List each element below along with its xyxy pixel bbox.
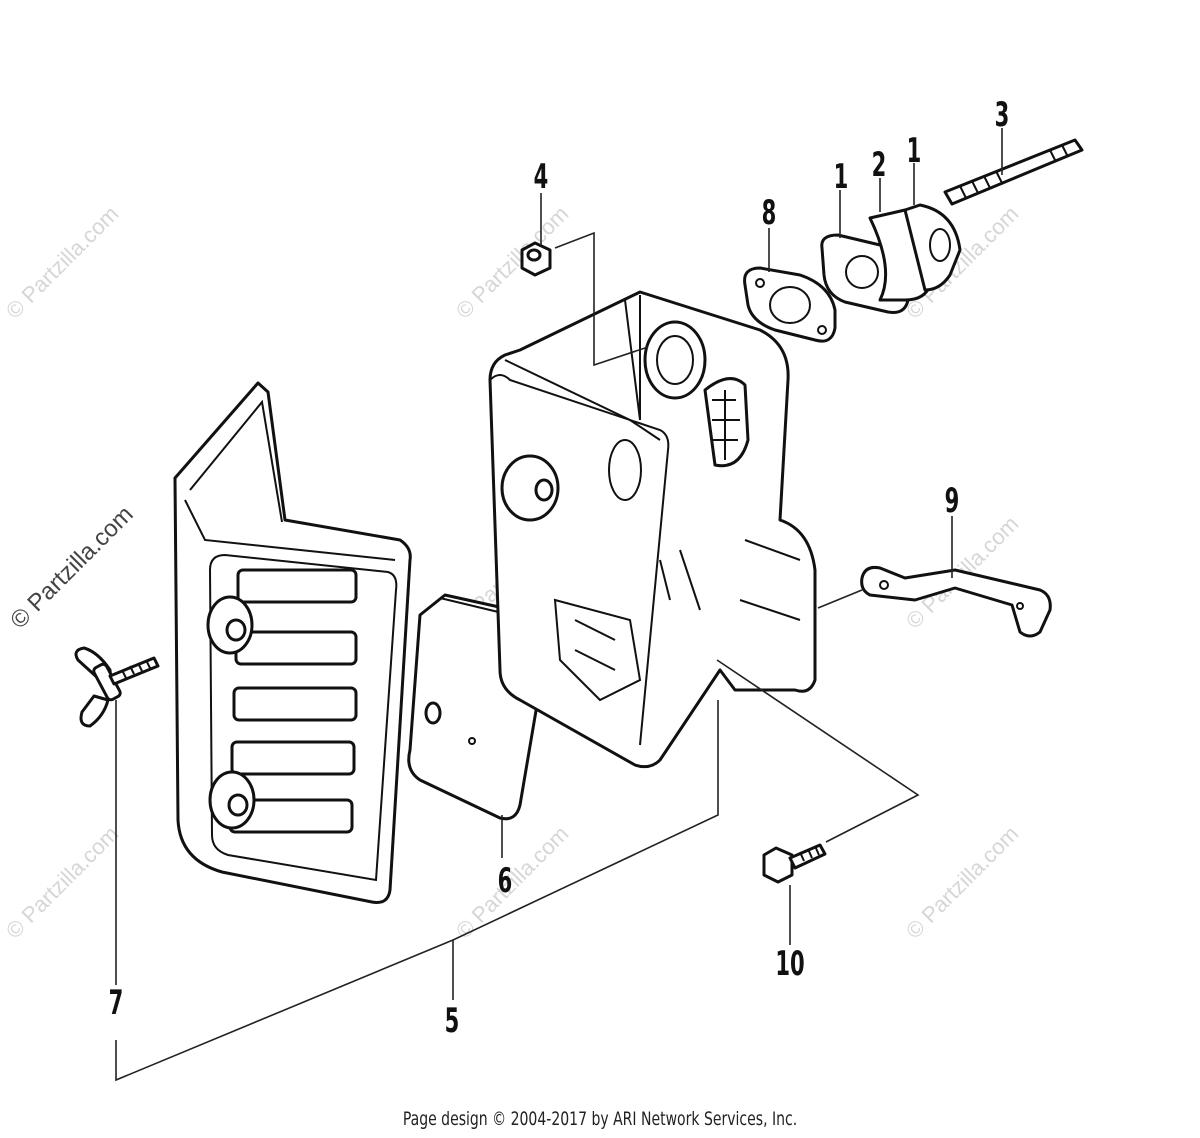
air-cleaner-cover-part (173, 381, 412, 904)
watermark: © Partzilla.com (5, 501, 138, 634)
callout-8: 8 (762, 193, 777, 233)
callout-labels: 1 2 1 3 4 8 9 6 7 10 5 (109, 95, 1010, 1041)
air-cleaner-base-part (488, 290, 817, 769)
callout-5: 5 (445, 1001, 460, 1041)
watermark: © Partzilla.com (1, 201, 124, 324)
watermark: © Partzilla.com (451, 201, 574, 324)
watermark: © Partzilla.com (1, 821, 124, 944)
watermark: © Partzilla.com (901, 821, 1024, 944)
stud-part (943, 138, 1084, 206)
gasket-part (743, 266, 837, 343)
wing-bolt-part (74, 646, 160, 728)
nut-part (520, 241, 552, 277)
bracket-part (860, 566, 1052, 638)
callout-6: 6 (498, 861, 513, 901)
callout-2: 2 (872, 145, 887, 185)
callout-3: 3 (995, 95, 1010, 135)
bolt-part (762, 843, 827, 884)
leader-lines (115, 128, 1003, 1082)
callout-1-left: 1 (834, 157, 849, 197)
callout-10: 10 (775, 944, 804, 984)
copyright-footer: Page design © 2004-2017 by ARI Network S… (402, 1108, 798, 1130)
spacer-part (820, 203, 962, 314)
callout-1-right: 1 (907, 131, 922, 171)
callout-9: 9 (945, 481, 960, 521)
callout-4: 4 (534, 157, 549, 197)
callout-7: 7 (109, 983, 124, 1023)
